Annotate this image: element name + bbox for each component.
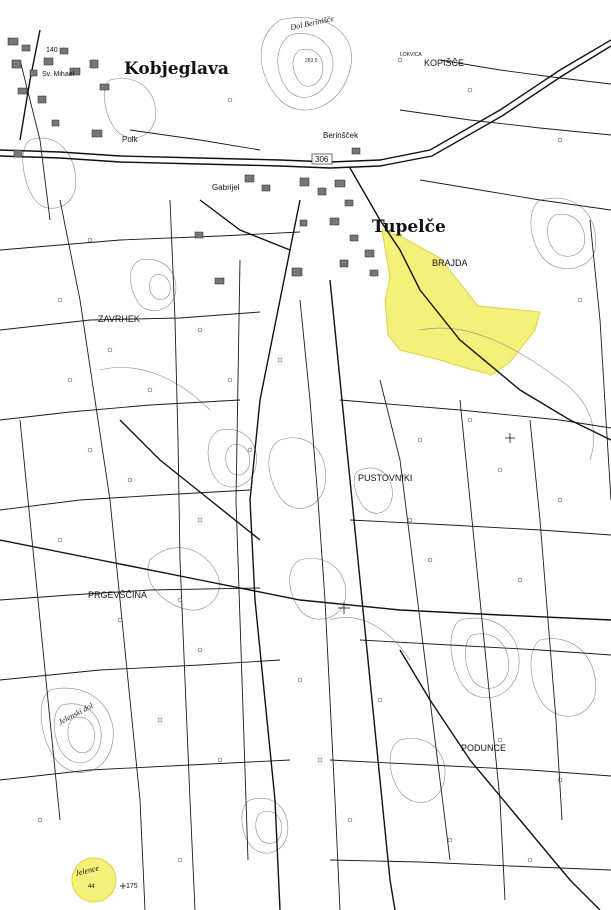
label-prgevscina: PRGEVŠČINA	[88, 590, 147, 600]
parcel-boundaries	[0, 59, 611, 910]
buildings	[7, 37, 379, 285]
cross-markers	[120, 433, 515, 889]
highlighted-spot-jelence	[71, 857, 117, 903]
elevation-175: 175	[126, 883, 138, 890]
elevation-283-5: 283,5	[305, 58, 318, 64]
vegetation-symbols	[37, 57, 583, 863]
label-polk: Polk	[122, 135, 139, 144]
label-brajda: BRAJDA	[432, 258, 468, 268]
roads	[0, 29, 611, 910]
label-podunce: PODUNCE	[461, 743, 506, 753]
road-number-label: 306	[315, 155, 329, 164]
label-lokvica: LOKVICA	[400, 52, 422, 58]
label-tupelce: Tupelče	[372, 217, 446, 237]
contour-lines	[22, 17, 597, 854]
label-zavrhek: ZAVRHEK	[98, 314, 140, 324]
label-pustovniki: PUSTOVNIKI	[358, 473, 412, 483]
elevation-44: 44	[88, 884, 95, 890]
label-kopisce: KOPIŠČE	[424, 58, 464, 68]
elevation-140: 140	[46, 47, 58, 54]
label-kobjeglava: Kobjeglava	[124, 59, 229, 79]
label-berinscek: Berinšček	[323, 131, 359, 140]
highlighted-area-brajda	[381, 229, 541, 376]
road-number-306: 306	[311, 153, 333, 165]
label-sv-mihael: Sv. Mihael	[42, 71, 75, 78]
label-gabrijel: Gabrijel	[212, 183, 240, 192]
